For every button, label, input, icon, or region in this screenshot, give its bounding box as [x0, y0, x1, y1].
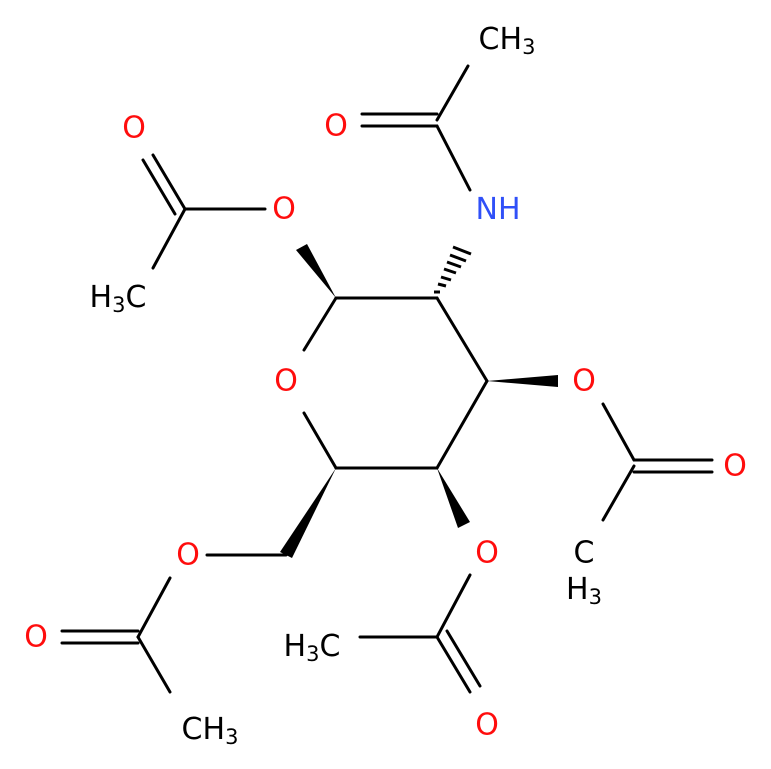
subscript-3: 3 — [225, 725, 238, 749]
c-label: C — [125, 280, 146, 315]
c-label: C — [319, 629, 340, 664]
atom-o-topleft-ester: O — [272, 192, 296, 227]
subscript-3: 3 — [589, 585, 602, 609]
atom-ch3-amide: CH3 — [479, 22, 536, 60]
n-label: N — [475, 192, 497, 227]
atom-o-topleft-carbonyl: O — [122, 111, 146, 146]
h-label: H — [90, 280, 113, 315]
bond-c5-oring — [302, 411, 338, 470]
bond-c2-c3 — [435, 296, 489, 383]
hash-c2-n — [434, 245, 472, 294]
wedge-c3-o — [487, 375, 558, 387]
atom-o-bottom-ester: O — [475, 536, 499, 571]
bond-o-c-left — [136, 576, 172, 639]
bond-co-topleft-1 — [151, 153, 187, 211]
h-label: H — [284, 629, 307, 664]
bond-c-ch3-amide — [435, 64, 470, 122]
ch-label: CH — [182, 712, 226, 747]
atom-o-bottom-carbonyl: O — [475, 708, 499, 743]
atom-labels: O O H3C O CH3 NH O O O C H3 O O H3C O O — [24, 22, 747, 750]
bond-o-c-bottom — [435, 573, 472, 639]
bond-co-bottom-2 — [445, 629, 482, 688]
h-label: H — [498, 192, 521, 227]
bond-c-ch3-topleft — [151, 207, 187, 270]
subscript-3: 3 — [112, 293, 125, 317]
bond-c-ch3-right — [601, 464, 636, 522]
atom-o-left-carbonyl: O — [24, 620, 48, 655]
atom-ch3-bottom: H3C — [284, 629, 341, 667]
atom-nh: NH — [475, 192, 520, 227]
atom-o-right-ester: O — [572, 364, 596, 399]
subscript-3: 3 — [306, 642, 319, 666]
atom-o-right-carbonyl: O — [723, 449, 747, 484]
subscript-3: 3 — [522, 35, 535, 59]
bond-co-topleft-2 — [141, 158, 177, 216]
bond-oring-c1 — [302, 296, 338, 352]
atom-h3-right: H3 — [566, 572, 602, 610]
ch-label: CH — [479, 22, 523, 57]
bond-n-c-amide — [435, 124, 472, 192]
atom-o-amide: O — [324, 109, 348, 144]
atom-o-ring: O — [274, 364, 298, 399]
wedge-c5-ch2 — [280, 468, 336, 558]
h-label: H — [566, 572, 589, 607]
bond-o-c-right — [601, 402, 636, 462]
bond-c3-c4 — [435, 379, 489, 470]
wedge-c4-o — [437, 468, 470, 528]
bond-co-bottom-1 — [435, 635, 472, 694]
atom-ch3-topleft: H3C — [90, 280, 147, 318]
atom-ch3-left: CH3 — [182, 712, 239, 750]
atom-c-right-ch3: C — [574, 536, 595, 571]
bonds — [60, 64, 714, 694]
bond-c-ch3-left — [136, 635, 172, 694]
wedge-c1-o — [296, 244, 336, 298]
atom-o-left-ester: O — [176, 538, 200, 573]
